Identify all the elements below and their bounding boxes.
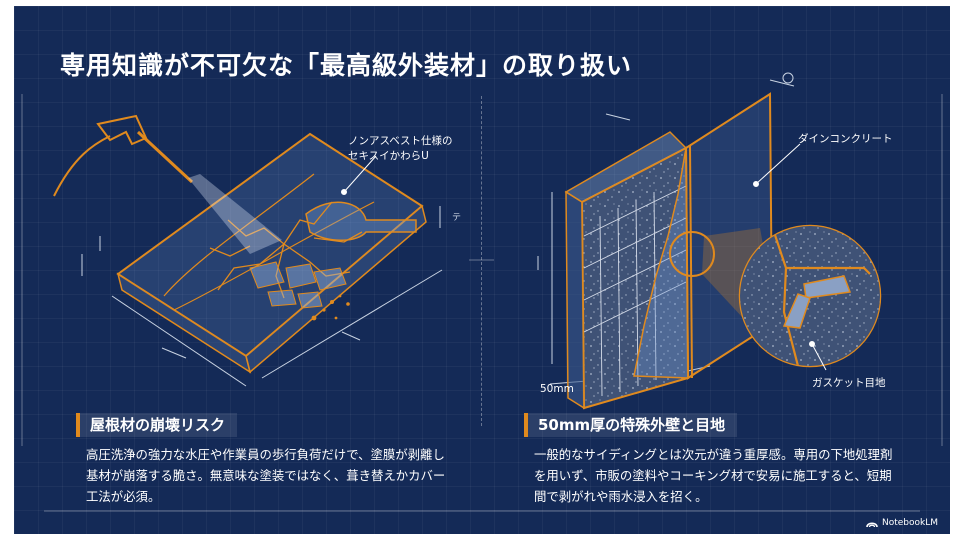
- wall-section-heading: 50mm厚の特殊外壁と目地: [524, 413, 738, 437]
- brand-name: NotebookLM: [881, 518, 938, 528]
- roof-section-body: 高圧洗浄の強力な水圧や作業員の歩行負荷だけで、塗膜が剥離し基材が崩落する脆さ。無…: [86, 447, 446, 504]
- gasket-joint-callout: ガスケット目地: [812, 377, 886, 389]
- technical-illustrations: テ: [21, 72, 943, 512]
- roof-tile-callout-line-1: ノンアスベスト仕様の: [348, 135, 453, 147]
- concrete-callout: ダインコンクリート: [798, 133, 893, 145]
- roof-tile-callout: ノンアスベスト仕様の セキスイかわらU: [348, 134, 452, 164]
- wall-panel-illustration: ⊥: [537, 72, 882, 410]
- roof-section-heading: 屋根材の崩壊リスク: [76, 413, 238, 437]
- thickness-label: 50mm: [540, 383, 574, 395]
- infographic-board: 専用知識が不可欠な「最高級外装材」の取り扱い: [14, 6, 950, 534]
- svg-text:テ: テ: [452, 212, 461, 223]
- panel-divider: [481, 96, 482, 426]
- frame-ticks: [21, 94, 943, 512]
- roof-tile-callout-line-2: セキスイかわらU: [348, 150, 429, 162]
- wall-section-body: 一般的なサイディングとは次元が違う重厚感。専用の下地処理剤を用いず、市販の塗料や…: [534, 447, 893, 504]
- page-title: 専用知識が不可欠な「最高級外装材」の取り扱い: [60, 51, 633, 80]
- brand-watermark: NotebookLM: [866, 518, 938, 528]
- notebooklm-logo-icon: [866, 521, 878, 527]
